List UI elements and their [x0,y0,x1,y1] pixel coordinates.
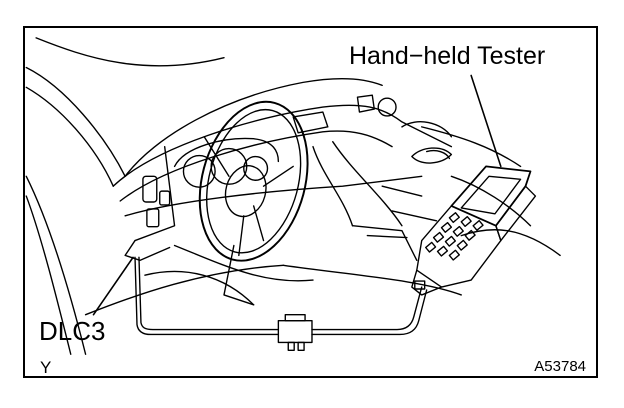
leader-lines [92,74,502,316]
vehicle-interior-illustration [25,37,561,355]
figure-code-label: A53784 [534,358,586,375]
hand-held-tester-device [411,165,537,296]
floor-seats [84,126,561,316]
windshield-pillar [25,37,383,355]
steering-wheel [198,100,309,306]
corner-code-label: Y [40,358,52,377]
figure-frame: Hand−held Tester DLC3 Y A53784 [23,26,598,378]
center-console [312,141,438,262]
instrument-cluster [173,137,280,188]
dashboard [112,94,453,262]
connection-cable [134,256,428,351]
dlc3-label: DLC3 [39,316,106,346]
hand-held-tester-label: Hand−held Tester [349,42,546,70]
cable-adapter [277,319,313,344]
